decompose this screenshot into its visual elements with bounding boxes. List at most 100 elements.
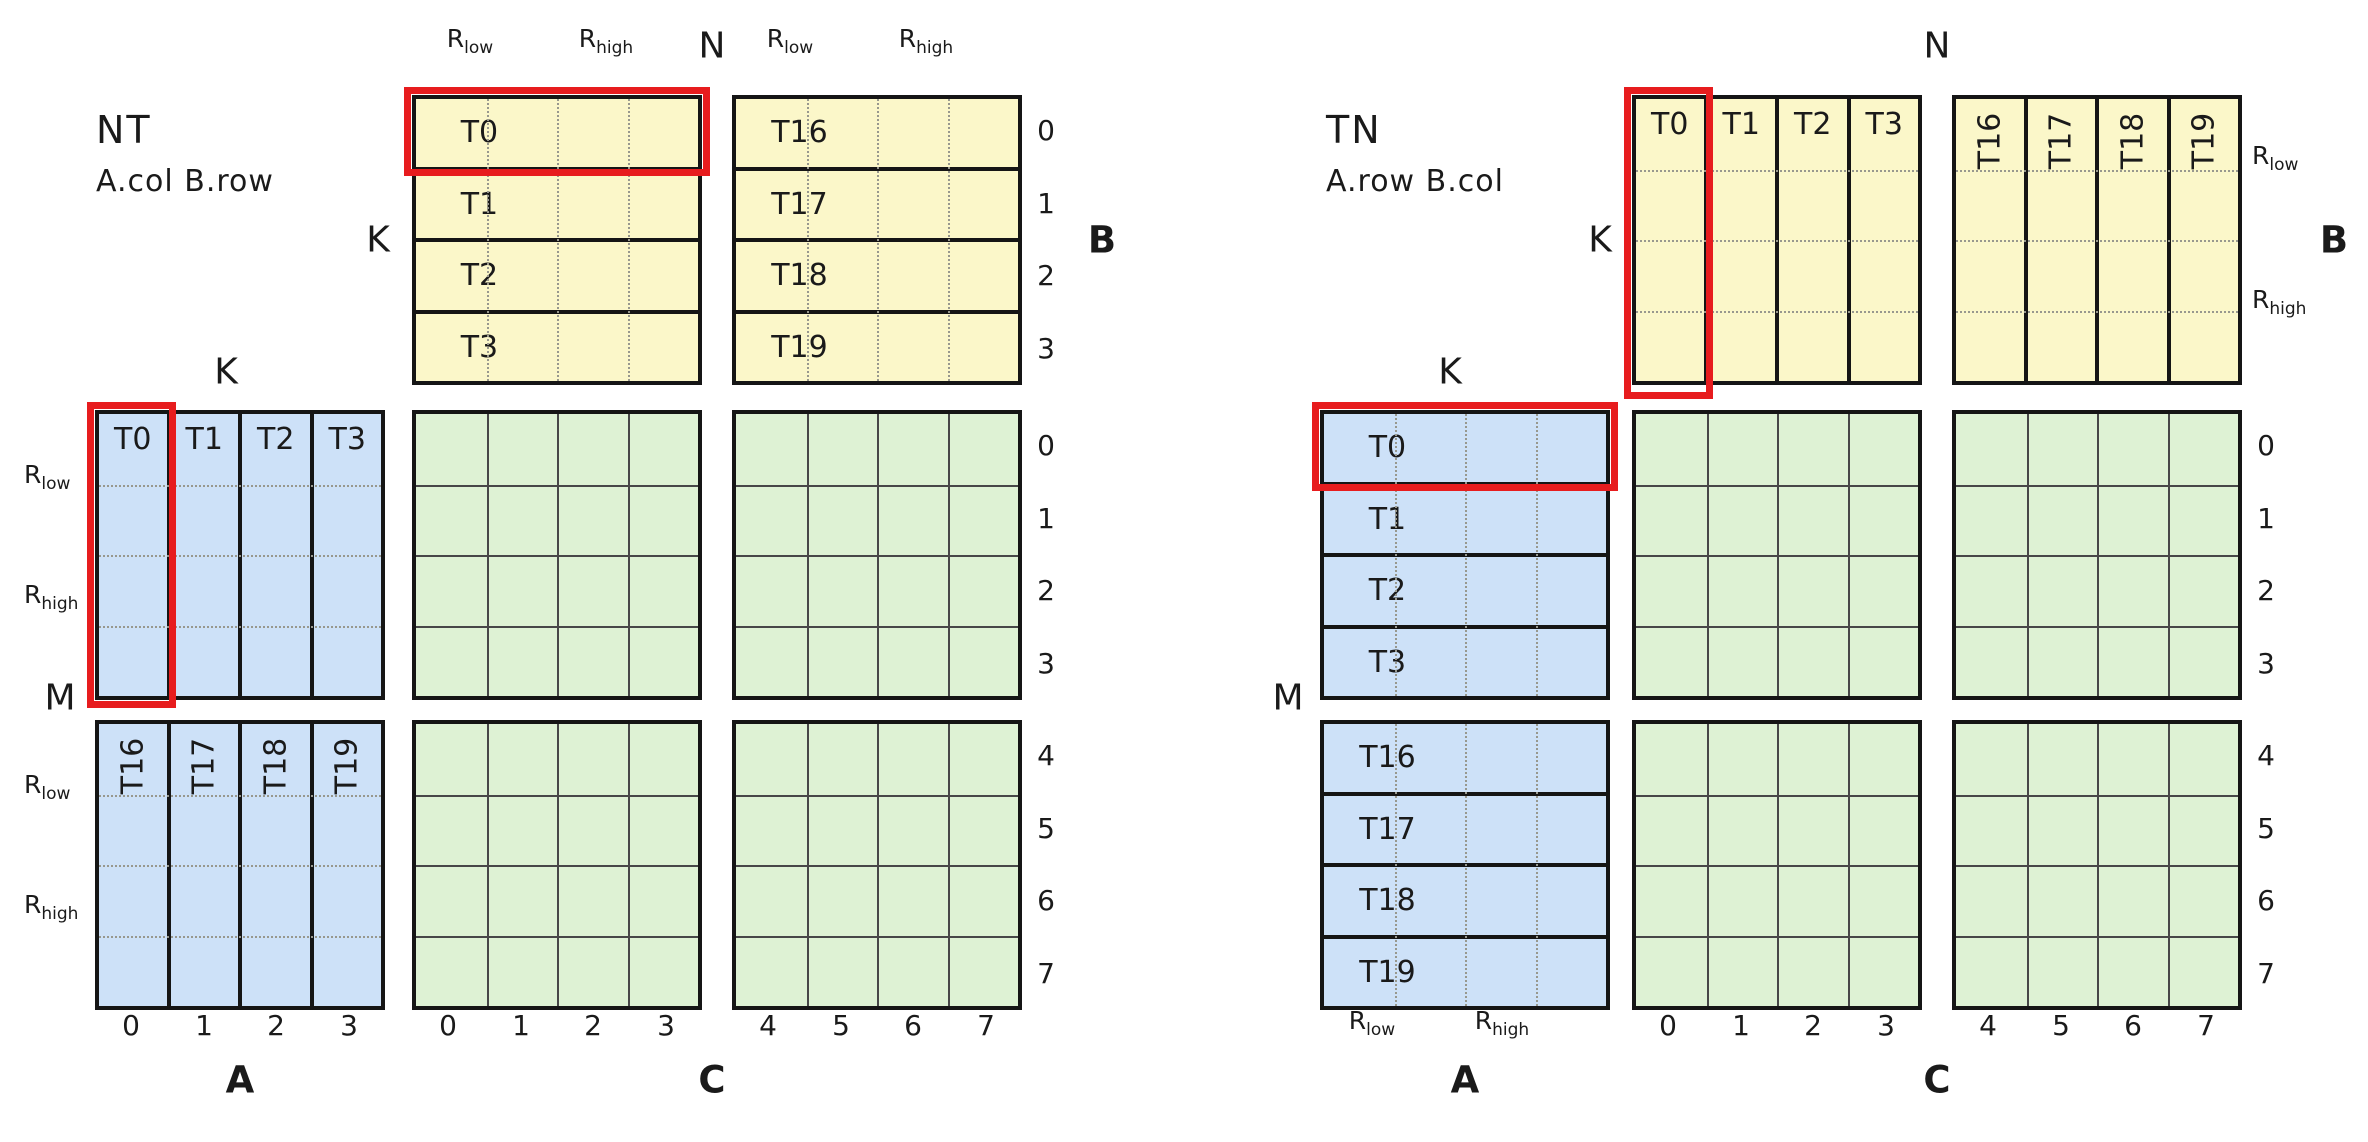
thread-strip: T2 (1775, 99, 1847, 381)
thread-label: T18 (258, 737, 294, 795)
r-low-label: Rlow (24, 460, 71, 495)
row-index: 0 (1037, 429, 1055, 462)
thread-label: T16 (771, 115, 828, 151)
thread-label: T2 (257, 422, 295, 457)
col-index: 2 (1804, 1009, 1822, 1042)
r-high-label: Rhigh (2252, 285, 2307, 320)
row-index: 7 (2257, 957, 2275, 990)
matrix-c-tile-01 (732, 410, 1022, 700)
thread-strip: T0 (99, 414, 167, 696)
col-index: 3 (340, 1009, 358, 1042)
matrix-b-tile-1: T0 T1 T2 T3 (1632, 95, 1922, 385)
matrix-b-label: B (2319, 218, 2349, 262)
row-index: 0 (1037, 114, 1055, 147)
matrix-c-tile-00 (1632, 410, 1922, 700)
thread-strip: T18 (2095, 99, 2167, 381)
grid-lines (736, 724, 1018, 1006)
thread-label: T19 (1359, 954, 1416, 990)
col-index: 6 (2124, 1009, 2142, 1042)
thread-strip: T1 (416, 166, 698, 239)
thread-strip: T19 (309, 724, 382, 1006)
matrix-a-tile-2: T16 T17 T18 T19 (95, 720, 385, 1010)
axis-k-label-b: K (1588, 219, 1612, 261)
grid-lines (1956, 724, 2238, 1006)
row-index: 0 (2257, 429, 2275, 462)
grid-lines (416, 414, 698, 696)
thread-label: T17 (771, 186, 828, 222)
axis-k-label-b: K (366, 219, 390, 261)
grid-lines (416, 724, 698, 1006)
col-index: 2 (267, 1009, 285, 1042)
thread-label: T1 (1368, 501, 1407, 537)
thread-strip: T2 (238, 414, 310, 696)
col-index: 4 (1979, 1009, 1997, 1042)
thread-label: T0 (1651, 107, 1689, 142)
grid-lines (736, 414, 1018, 696)
matrix-a-tile-1: T0 T1 T2 T3 (95, 410, 385, 700)
thread-label: T18 (771, 258, 828, 294)
col-index: 5 (2052, 1009, 2070, 1042)
thread-label: T3 (460, 329, 499, 365)
thread-strip: T3 (309, 414, 382, 696)
thread-strip: T18 (736, 238, 1018, 310)
col-index: 1 (195, 1009, 213, 1042)
grid-lines (736, 414, 1018, 696)
grid-lines (1636, 724, 1918, 1006)
matrix-b-tile-2: T16 T17 T18 T19 (1952, 95, 2242, 385)
axis-n-label: N (698, 25, 726, 67)
r-low-label: Rlow (2252, 141, 2299, 176)
thread-strip: T18 (238, 724, 310, 1006)
col-index: 5 (832, 1009, 850, 1042)
matrix-c-tile-10 (412, 720, 702, 1010)
r-high-label: Rhigh (24, 890, 79, 925)
thread-label: T3 (1865, 107, 1903, 142)
thread-strip: T2 (416, 238, 698, 310)
thread-label: T19 (2186, 112, 2222, 170)
axis-n-label: N (1923, 25, 1951, 67)
col-index: 6 (904, 1009, 922, 1042)
thread-strip: T19 (1324, 934, 1606, 1007)
matrix-c-tile-11 (1952, 720, 2242, 1010)
thread-label: T16 (1972, 112, 2008, 170)
thread-strip: T0 (1324, 414, 1606, 482)
thread-label: T18 (2115, 112, 2151, 170)
axis-m-label: M (1272, 677, 1304, 719)
thread-strip: T1 (1703, 99, 1776, 381)
thread-strip: T16 (1324, 724, 1606, 792)
thread-label: T1 (1722, 107, 1760, 142)
r-high-label: Rhigh (1474, 1006, 1530, 1041)
highlight-box-b-t0 (1624, 87, 1713, 399)
thread-strip: T17 (166, 724, 239, 1006)
r-low-label: Rlow (766, 24, 814, 59)
matrix-c-label: C (1923, 1058, 1951, 1102)
thread-label: T0 (1368, 430, 1407, 466)
panel-subtitle: A.col B.row (96, 164, 274, 199)
thread-strip: T3 (416, 309, 698, 382)
thread-strip: T3 (1846, 99, 1919, 381)
thread-strip: T0 (416, 99, 698, 167)
grid-lines (1636, 414, 1918, 696)
matrix-b-tile-1: T0 T1 T2 T3 (412, 95, 702, 385)
matrix-a-label: A (1450, 1058, 1480, 1102)
col-index: 0 (439, 1009, 457, 1042)
axis-k-label-a: K (214, 351, 238, 393)
row-index: 4 (2257, 739, 2275, 772)
thread-label: T16 (115, 737, 151, 795)
grid-lines (736, 724, 1018, 1006)
col-index: 7 (977, 1009, 995, 1042)
col-index: 4 (759, 1009, 777, 1042)
grid-lines (1636, 724, 1918, 1006)
highlight-box-b-t0 (404, 87, 710, 176)
r-high-label: Rhigh (24, 580, 79, 615)
thread-label: T2 (460, 258, 499, 294)
panel-subtitle: A.row B.col (1326, 164, 1504, 199)
thread-label: T19 (771, 329, 828, 365)
row-index: 5 (1037, 812, 1055, 845)
row-index: 2 (2257, 574, 2275, 607)
col-index: 3 (1877, 1009, 1895, 1042)
matrix-c-tile-11 (732, 720, 1022, 1010)
thread-label: T0 (460, 115, 499, 151)
panel-title: NT (96, 108, 152, 152)
matrix-c-tile-01 (1952, 410, 2242, 700)
thread-strip: T17 (2023, 99, 2096, 381)
